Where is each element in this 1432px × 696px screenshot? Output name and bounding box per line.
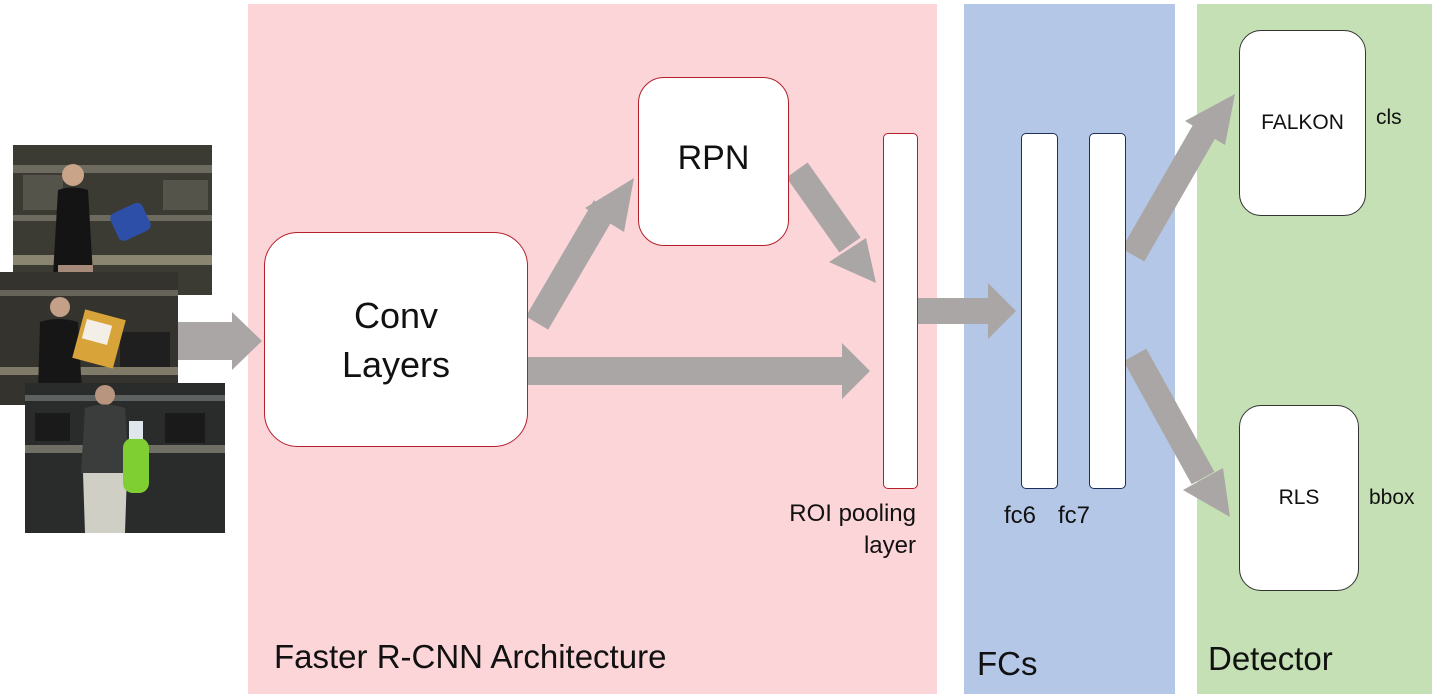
roi-pooling-label: ROI pooling layer: [776, 498, 916, 562]
rpn-label: RPN: [677, 139, 750, 177]
roi-pooling-label-line2: layer: [863, 532, 916, 559]
conv-layers-label-line1: Conv: [353, 294, 439, 336]
falkon-label: FALKON: [1261, 111, 1344, 134]
input-image-1: [13, 145, 212, 295]
input-image-2: [0, 272, 178, 405]
faster-rcnn-title: Faster R-CNN Architecture: [274, 638, 667, 675]
roi-pooling-label-line1: ROI pooling: [789, 500, 916, 527]
roi-pooling-bar: [883, 133, 918, 489]
rls-label: RLS: [1278, 486, 1320, 509]
fc6-bar: [1021, 133, 1058, 489]
fc7-label: fc7: [1058, 502, 1091, 529]
rpn-box: RPN: [638, 77, 789, 246]
cls-label: cls: [1376, 106, 1402, 129]
rls-box: RLS: [1239, 405, 1359, 591]
fcs-title: FCs: [977, 645, 1038, 682]
falkon-box: FALKON: [1239, 30, 1366, 216]
bbox-label: bbox: [1369, 486, 1415, 509]
fc6-label: fc6: [1004, 502, 1037, 529]
fcs-panel: FCs: [964, 4, 1175, 694]
conv-layers-label-line2: Layers: [341, 343, 451, 385]
input-image-3: [25, 383, 225, 533]
fc7-bar: [1089, 133, 1126, 489]
detector-title: Detector: [1208, 640, 1333, 677]
conv-layers-box: Conv Layers: [264, 232, 528, 447]
